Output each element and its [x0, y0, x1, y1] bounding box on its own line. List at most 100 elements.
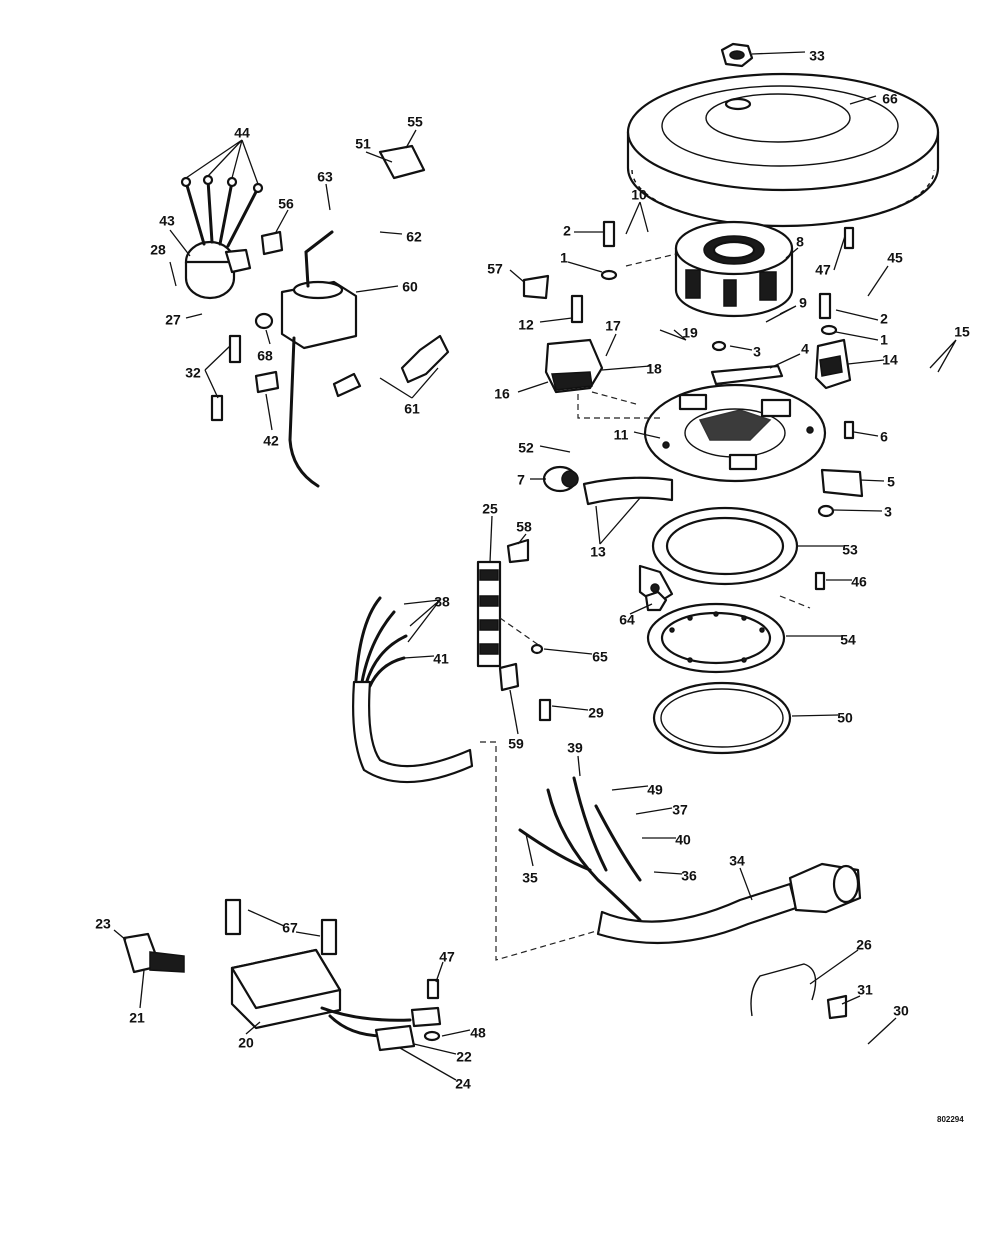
callout-c29: 29: [588, 705, 604, 721]
callout-c31: 31: [857, 982, 873, 998]
callout-c28: 28: [150, 242, 166, 258]
callout-c26: 26: [856, 937, 872, 953]
callout-c8: 8: [796, 234, 804, 250]
flywheel-nut: [720, 42, 754, 68]
callout-c50: 50: [837, 710, 853, 726]
callout-c18: 18: [646, 361, 662, 377]
callout-c55: 55: [407, 114, 423, 130]
callout-c53: 53: [842, 542, 858, 558]
callout-c21: 21: [129, 1010, 145, 1026]
callout-c56: 56: [278, 196, 294, 212]
callout-c7: 7: [517, 472, 525, 488]
conduit-left: [352, 680, 474, 784]
callout-c25: 25: [482, 501, 498, 517]
callout-c54: 54: [840, 632, 856, 648]
power-coil-14: [814, 338, 852, 390]
callout-c15: 15: [954, 324, 970, 340]
solenoid-terminals: [180, 174, 264, 248]
callout-c2b: 2: [880, 311, 888, 327]
callout-c52: 52: [518, 440, 534, 456]
callout-c14: 14: [882, 352, 898, 368]
callout-c1b: 1: [880, 332, 888, 348]
callout-c64: 64: [619, 612, 635, 628]
callout-c6: 6: [880, 429, 888, 445]
callout-c68: 68: [257, 348, 273, 364]
plates-4-5: [710, 364, 864, 498]
callout-c13: 13: [590, 544, 606, 560]
callout-c19: 19: [682, 325, 698, 341]
callout-c57: 57: [487, 261, 503, 277]
callout-c16: 16: [494, 386, 510, 402]
callout-c49: 49: [647, 782, 663, 798]
wiring-harness: [518, 776, 862, 945]
clamps: [254, 230, 848, 1028]
callout-c51: 51: [355, 136, 371, 152]
flywheel: [626, 72, 940, 228]
callout-c39: 39: [567, 740, 583, 756]
callout-c40: 40: [675, 832, 691, 848]
callout-c5: 5: [887, 474, 895, 490]
spark-plug-lead-61: [332, 334, 450, 398]
washers: [254, 269, 838, 1042]
callout-c35: 35: [522, 870, 538, 886]
assembly-lines: [480, 253, 811, 961]
support-ring: [646, 602, 786, 674]
callout-c42: 42: [263, 433, 279, 449]
callout-c48: 48: [470, 1025, 486, 1041]
callout-c45: 45: [887, 250, 903, 266]
callout-c12: 12: [518, 317, 534, 333]
callout-c24: 24: [455, 1076, 471, 1092]
callout-c20: 20: [238, 1035, 254, 1051]
callout-c67: 67: [282, 920, 298, 936]
retaining-ring: [652, 681, 792, 755]
sleeve-13: [582, 476, 674, 506]
callout-c30: 30: [893, 1003, 909, 1019]
callout-c3a: 3: [753, 344, 761, 360]
power-pack: [230, 948, 412, 1038]
callout-c46: 46: [851, 574, 867, 590]
grommet-7: [542, 465, 579, 493]
callout-c32: 32: [185, 365, 201, 381]
callout-c47b: 47: [439, 949, 455, 965]
starter-solenoid: [184, 240, 252, 300]
ignition-coil: [280, 230, 358, 488]
callout-c60: 60: [402, 279, 418, 295]
boot-55: [378, 144, 426, 180]
callout-c44: 44: [234, 125, 250, 141]
callout-c34: 34: [729, 853, 745, 869]
callout-c4: 4: [801, 341, 809, 357]
callout-c33: 33: [809, 48, 825, 64]
callout-c59: 59: [508, 736, 524, 752]
callout-c9: 9: [799, 295, 807, 311]
timer-base-coil: [544, 338, 604, 394]
callout-c61: 61: [404, 401, 420, 417]
callout-c38: 38: [434, 594, 450, 610]
callout-c37: 37: [672, 802, 688, 818]
small-screws: [210, 220, 855, 1000]
callout-c62: 62: [406, 229, 422, 245]
nut-64: [644, 590, 668, 612]
callout-c47a: 47: [815, 262, 831, 278]
callout-c1a: 1: [560, 250, 568, 266]
callout-c3b: 3: [884, 504, 892, 520]
callout-c58: 58: [516, 519, 532, 535]
callout-c43: 43: [159, 213, 175, 229]
callout-c65: 65: [592, 649, 608, 665]
callout-c66: 66: [882, 91, 898, 107]
callout-c27: 27: [165, 312, 181, 328]
bolt-67: [224, 898, 338, 956]
ground-lug-22: [374, 1024, 416, 1052]
callout-labels: 3366445155635643286260276832614210218474…: [95, 48, 970, 1092]
retainer-clip-26: [750, 963, 817, 1017]
terminal-block: [476, 560, 502, 668]
retainer-plate: [638, 506, 799, 606]
callout-c41: 41: [433, 651, 449, 667]
callout-c2a: 2: [563, 223, 571, 239]
callout-c23: 23: [95, 916, 111, 932]
callout-c10: 10: [631, 187, 647, 203]
armature-plate: [643, 383, 827, 483]
callout-c17: 17: [605, 318, 621, 334]
stator: [674, 220, 794, 318]
wire-lead-bundle-38: [354, 596, 408, 688]
